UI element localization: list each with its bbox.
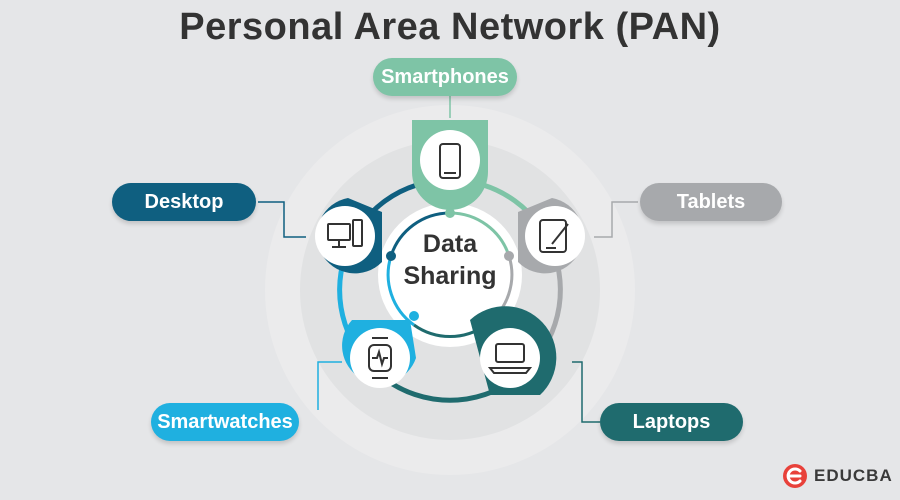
node-laptops — [470, 306, 557, 395]
label-laptops: Laptops — [600, 403, 743, 441]
label-smartphones: Smartphones — [373, 58, 517, 96]
center-label-line1: Data — [422, 230, 478, 258]
center-label-line2: Sharing — [403, 262, 497, 290]
tablet-icon — [539, 219, 569, 253]
brand-logo: EDUCBA — [782, 463, 893, 489]
brand-name: EDUCBA — [814, 466, 893, 485]
smartwatch-icon — [368, 337, 392, 379]
label-smartwatches: Smartwatches — [151, 403, 299, 441]
label-desktop: Desktop — [112, 183, 256, 221]
node-desktop — [315, 198, 382, 274]
desktop-icon — [327, 219, 363, 248]
connector-lines — [258, 95, 638, 423]
node-tablets — [518, 198, 585, 274]
node-smartwatches — [342, 320, 416, 388]
page-title: Personal Area Network (PAN) — [179, 6, 721, 48]
smartphone-icon — [439, 143, 461, 179]
center-label: Data Sharing — [380, 228, 520, 292]
label-tablets: Tablets — [640, 183, 782, 221]
laptop-icon — [487, 343, 533, 374]
node-smartphones — [412, 120, 488, 210]
educba-logo-icon — [783, 464, 807, 488]
